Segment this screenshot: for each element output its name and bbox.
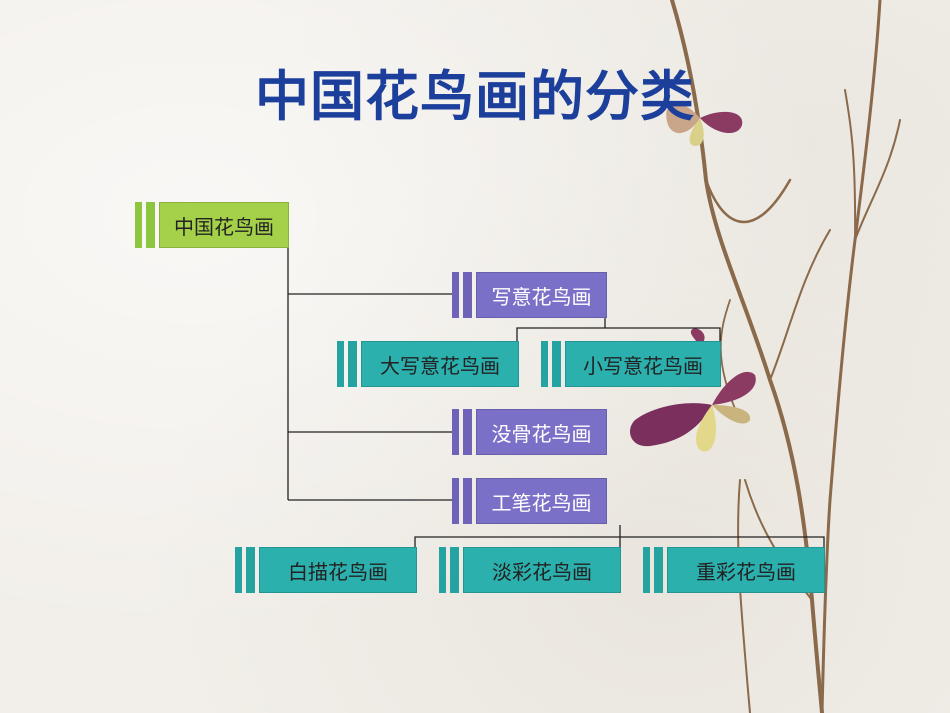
node-bar [452,478,459,524]
node-label: 小写意花鸟画 [565,341,721,387]
node-bar [146,202,155,248]
node-dancai: 淡彩花鸟画 [439,547,621,593]
node-bar [654,547,663,593]
node-bar [235,547,242,593]
node-bar [439,547,446,593]
node-zhongcai: 重彩花鸟画 [643,547,825,593]
node-label: 没骨花鸟画 [476,409,607,455]
node-label: 写意花鸟画 [476,272,607,318]
node-bar [337,341,344,387]
node-bar [452,409,459,455]
node-bar [643,547,650,593]
node-bar [450,547,459,593]
node-bar [348,341,357,387]
node-label: 大写意花鸟画 [361,341,519,387]
node-bar [463,409,472,455]
node-bar [541,341,548,387]
node-bar [246,547,255,593]
node-mogu: 没骨花鸟画 [452,409,607,455]
node-gongbi: 工笔花鸟画 [452,478,607,524]
node-label: 工笔花鸟画 [476,478,607,524]
node-xieyi: 写意花鸟画 [452,272,607,318]
node-bar [463,478,472,524]
node-daxieyi: 大写意花鸟画 [337,341,519,387]
node-baimiao: 白描花鸟画 [235,547,417,593]
connector-xieyi-children [516,318,721,342]
node-label: 中国花鸟画 [159,202,289,248]
node-bar [552,341,561,387]
node-label: 白描花鸟画 [259,547,417,593]
node-bar [452,272,459,318]
node-bar [463,272,472,318]
node-label: 重彩花鸟画 [667,547,825,593]
node-root: 中国花鸟画 [135,202,289,248]
node-bar [135,202,142,248]
node-label: 淡彩花鸟画 [463,547,621,593]
page-title: 中国花鸟画的分类 [255,65,695,128]
node-xiaoxieyi: 小写意花鸟画 [541,341,721,387]
